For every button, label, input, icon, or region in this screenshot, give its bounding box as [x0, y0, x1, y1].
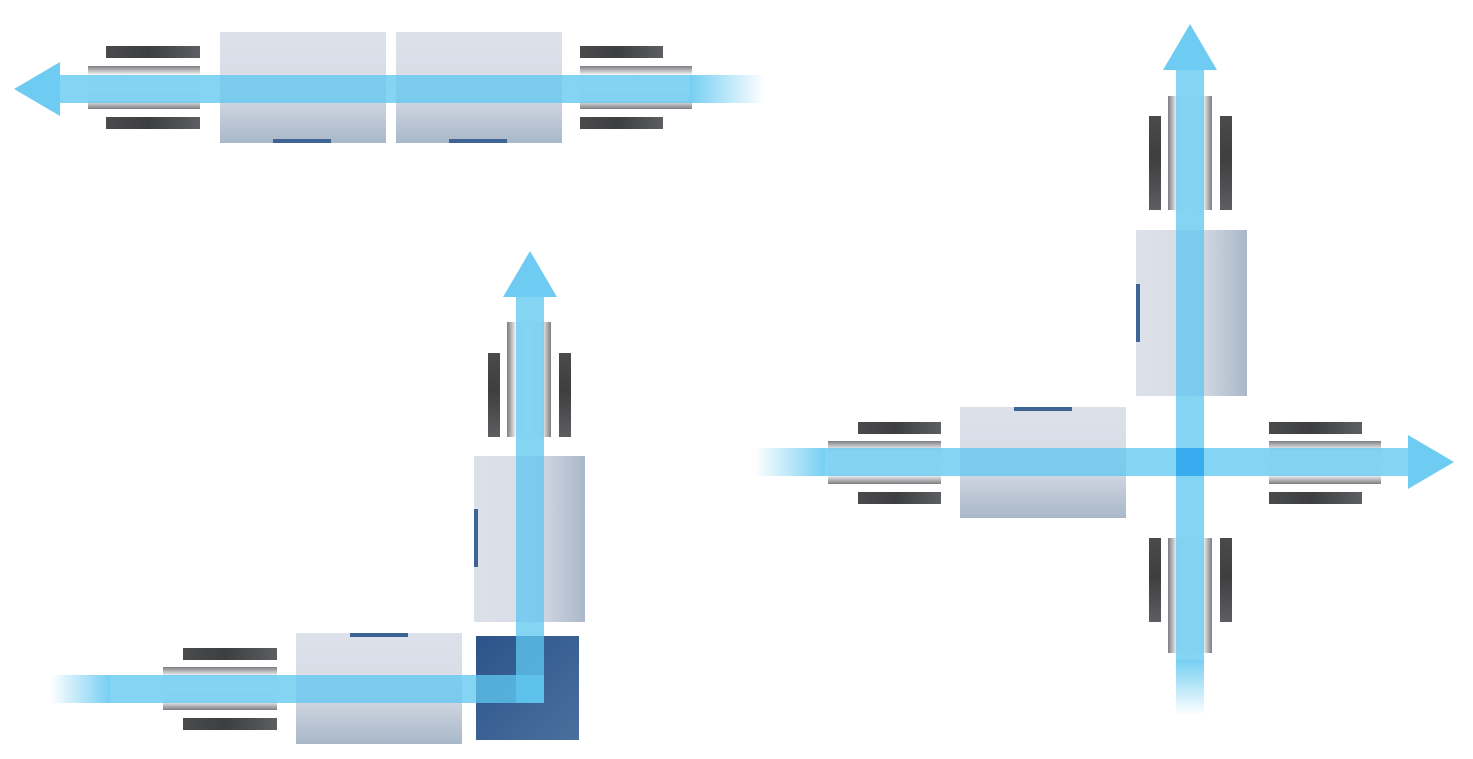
- arrow-up-icon: [1163, 24, 1217, 715]
- cross-conveyor: [755, 24, 1454, 715]
- straight-conveyor: [14, 32, 765, 143]
- arrow-right-icon: [50, 675, 544, 703]
- arrow-up-icon: [503, 251, 557, 703]
- corner-conveyor: [50, 251, 585, 744]
- flow-intersection: [1176, 448, 1204, 476]
- arrow-left-icon: [14, 62, 765, 116]
- arrow-right-icon: [755, 435, 1454, 489]
